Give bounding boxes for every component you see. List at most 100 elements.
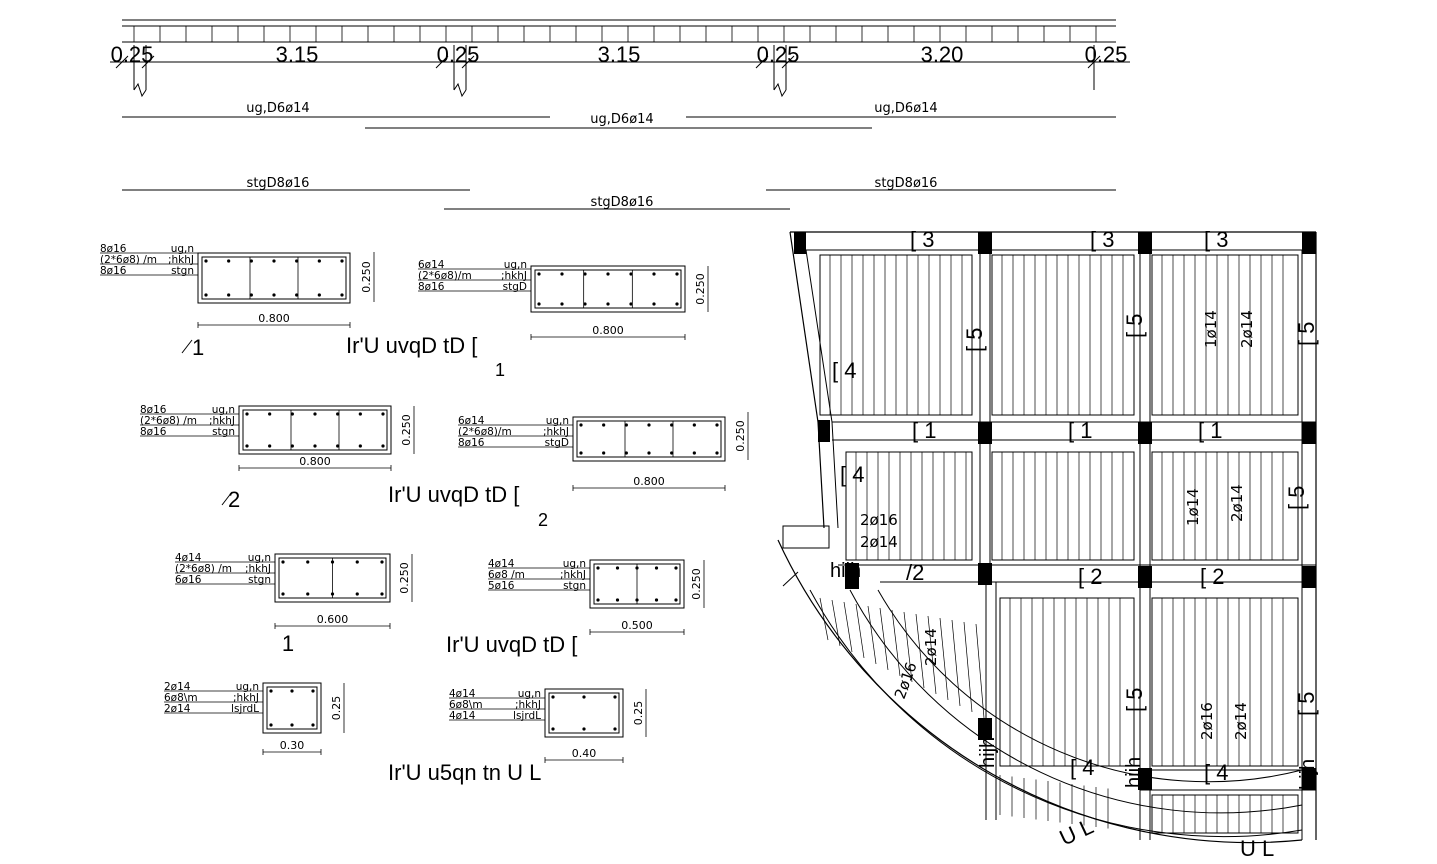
rebar-dot: [692, 451, 696, 455]
rebar-line: [963, 621, 973, 713]
beam-label: hijh: [977, 737, 999, 768]
rebar-dot: [313, 444, 317, 448]
rebar-dot: [537, 272, 541, 276]
section-outline: [544, 688, 624, 738]
rebar-label: 2ø14: [1228, 484, 1246, 522]
beam-elevation: 0.25 0.25 0.25 0.25 3.15 3.15 3.20: [110, 19, 1130, 98]
rebar-dot: [204, 293, 208, 297]
rebar-label: 1ø14: [1202, 310, 1220, 348]
rebar-dot: [245, 412, 249, 416]
section-outline: [262, 682, 322, 734]
rebar-callout: 8ø16: [458, 437, 485, 449]
floor-plan: [ 3 [ 3 [ 3 [ 1 [ 1 [ 1 [ 2 [ 2 /2 [ 4 […: [777, 227, 1319, 861]
panel-outline: [991, 254, 1135, 416]
rebar-dot: [596, 598, 600, 602]
rebar-dot: [336, 444, 340, 448]
slab-panel: [845, 451, 973, 561]
rebar-dot: [629, 272, 633, 276]
rebar-dot: [290, 444, 294, 448]
rebar-dot: [624, 451, 628, 455]
rebar-dot: [629, 302, 633, 306]
slab-panel: [1151, 254, 1299, 416]
rebar-dot: [670, 423, 674, 427]
column: [794, 232, 806, 254]
rebar-callout: (2*6ø8) /m: [175, 563, 232, 575]
rebar-dot: [268, 412, 272, 416]
rebar-callout: 8ø16: [140, 404, 167, 416]
rebar-dot: [654, 598, 659, 602]
rebar-line: [927, 615, 937, 695]
rebar-dot: [381, 412, 385, 416]
rebar-dot: [647, 451, 651, 455]
rebar-dot: [281, 592, 285, 596]
slab-panel: [1151, 451, 1299, 561]
rebar-dot: [675, 302, 679, 306]
beam-label: [ 3: [1090, 227, 1114, 252]
rebar-dot: [311, 689, 315, 693]
rebar-dot: [295, 259, 299, 263]
rebar-dot: [355, 592, 359, 596]
beam-label: U L: [1240, 836, 1274, 861]
rebar-dot: [295, 293, 299, 297]
rebar-dot: [358, 444, 362, 448]
rebar-label: 2ø16: [891, 660, 921, 702]
rebar-label: 2ø14: [860, 533, 898, 551]
width-label: 0.30: [280, 739, 305, 752]
width-label: 0.600: [317, 613, 349, 626]
rebar-dot: [269, 723, 273, 727]
section-outline: [197, 252, 351, 304]
width-label: 0.800: [299, 455, 331, 468]
panel-outline: [1151, 451, 1299, 561]
column: [1302, 232, 1316, 254]
section-caption: Ir'U uvqD tD [: [446, 632, 577, 657]
rebar-label: 2ø14: [1238, 310, 1256, 348]
rebar-dot: [551, 727, 555, 731]
rebar-dot: [317, 259, 321, 263]
rebar-line: [939, 617, 949, 701]
rebar-dot: [624, 423, 628, 427]
beam-label: [ 5: [962, 328, 987, 352]
rebar-callout-tag: ;hkhJ: [245, 563, 271, 575]
column: [978, 563, 992, 585]
rebar-callout-tag: ug,n: [236, 681, 259, 693]
panel-outline: [1151, 794, 1299, 834]
panel-outline: [1151, 254, 1299, 416]
beam-label: [ 4: [840, 462, 864, 487]
column: [1302, 566, 1316, 588]
width-label: 0.500: [621, 619, 653, 632]
rebar-callout: 4ø14: [449, 688, 476, 700]
rebar-callout-tag: ;hkhJ: [515, 699, 541, 711]
height-label: 0.250: [694, 273, 707, 305]
panel-outline: [1151, 597, 1299, 767]
rebar-callout: 6ø16: [175, 574, 202, 586]
rebar-callout-tag: ug,n: [248, 552, 271, 564]
rebar-dot: [602, 423, 606, 427]
rebar-line: [915, 613, 925, 689]
beam-label: [ 1: [912, 418, 936, 443]
rebar-callout-tag: ug,n: [563, 558, 586, 570]
rebar-dot: [355, 560, 359, 564]
column: [1138, 422, 1152, 444]
rebar-line: [819, 597, 829, 641]
rebar-callout: 6ø8\m: [164, 692, 198, 704]
section-mark: 1: [282, 631, 294, 656]
beam-label: [ 2: [1200, 564, 1224, 589]
support-marker: [133, 45, 147, 98]
rebar-callout-tag: stgn: [248, 574, 271, 586]
rebar-callout: 4ø14: [449, 710, 476, 722]
panel-outline: [991, 451, 1135, 561]
rebar-callout-tag: ;hkhJ: [233, 692, 259, 704]
column: [1138, 566, 1152, 588]
rebar-dot: [381, 444, 385, 448]
width-label: 0.800: [592, 324, 624, 337]
column: [818, 420, 830, 442]
rebar-callout-tag: stgn: [563, 580, 586, 592]
section-mark: 2: [228, 487, 240, 512]
beam-label: [ 3: [1204, 227, 1228, 252]
rebar-dot: [635, 566, 639, 570]
rebar-dot: [358, 412, 362, 416]
rebar-callout-tag: ;hkhJ: [543, 426, 569, 438]
bottom-reinforcement: stgD8ø16 stgD8ø16 stgD8ø16: [122, 176, 1116, 210]
